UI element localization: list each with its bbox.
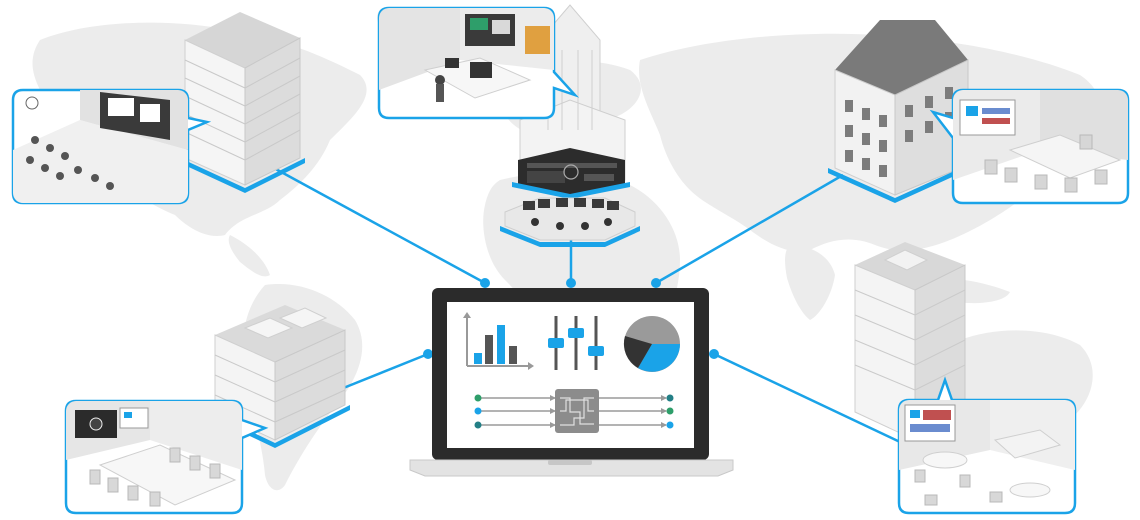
- laptop-console: [409, 288, 734, 477]
- apartment-building: [828, 20, 972, 203]
- clock-icon: [25, 96, 39, 110]
- office-tower-building: [180, 12, 305, 193]
- input-dot: [474, 394, 482, 402]
- boardroom-callout: [929, 88, 1130, 205]
- input-dot: [474, 421, 482, 429]
- connection-dots: [423, 278, 719, 359]
- meeting-room-callout: [64, 399, 269, 515]
- input-dot: [474, 407, 482, 415]
- sliders-icon: [548, 316, 604, 370]
- attendee-group: [26, 136, 114, 190]
- pie-chart-icon: [623, 316, 680, 372]
- rack-controller-device: [512, 148, 630, 199]
- connector-dot: [423, 349, 433, 359]
- tall-tower-building: [854, 242, 966, 441]
- lounge-callout: [897, 376, 1077, 515]
- output-dot: [666, 394, 674, 402]
- classroom-callout: [11, 88, 212, 205]
- connector-dot: [709, 349, 719, 359]
- connector-dot: [480, 278, 490, 288]
- low-office-building: [210, 305, 350, 448]
- output-dot: [666, 421, 674, 429]
- bar-chart-icon: [463, 312, 534, 370]
- signal-routing-icon: [474, 389, 674, 433]
- desk-office-callout: [377, 6, 580, 120]
- control-room-desks: [500, 197, 640, 247]
- connector-dot: [566, 278, 576, 288]
- connector-dot: [651, 278, 661, 288]
- output-dot: [666, 407, 674, 415]
